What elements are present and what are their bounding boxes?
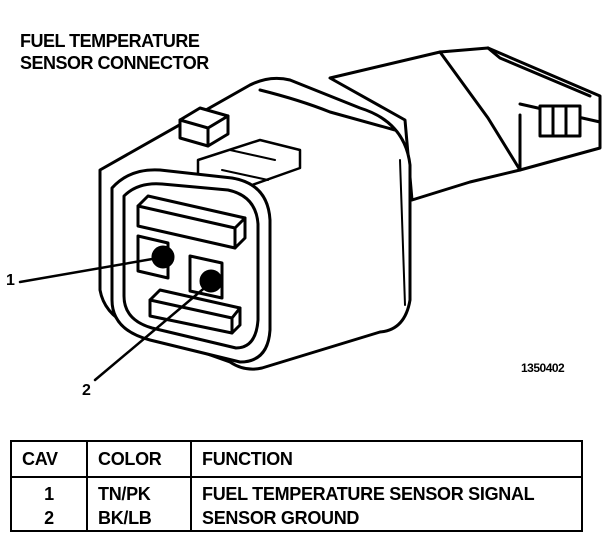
row-1-color: TN/PK [87, 477, 192, 506]
cavity-1-pin [151, 245, 175, 269]
diagram-title: FUEL TEMPERATURE SENSOR CONNECTOR [20, 30, 209, 74]
callout-2-leader [93, 283, 210, 382]
connector-face [110, 168, 272, 364]
callout-1-leader [18, 256, 160, 284]
table-header-row: CAV COLOR FUNCTION [11, 441, 582, 478]
pinout-table: CAV COLOR FUNCTION 1 TN/PK FUEL TEMPERAT… [10, 440, 583, 532]
table-row: 2 BK/LB SENSOR GROUND [11, 506, 582, 531]
header-color: COLOR [87, 441, 192, 478]
row-2-cav: 2 [11, 506, 88, 531]
row-2-function: SENSOR GROUND [202, 507, 360, 528]
title-line-1: FUEL TEMPERATURE [20, 31, 200, 51]
title-line-2: SENSOR CONNECTOR [20, 53, 209, 73]
row-2-color: BK/LB [87, 506, 192, 531]
connector-illustration [18, 46, 602, 382]
callout-2-label: 2 [82, 382, 91, 399]
row-1-function: FUEL TEMPERATURE SENSOR SIGNAL [202, 483, 535, 504]
table-row: 1 TN/PK FUEL TEMPERATURE SENSOR SIGNAL [11, 477, 582, 506]
header-cav: CAV [11, 441, 88, 478]
header-function: FUNCTION [191, 441, 582, 478]
row-1-cav: 1 [11, 477, 88, 506]
figure-id: 1350402 [521, 361, 565, 375]
callout-1-label: 1 [6, 272, 15, 289]
